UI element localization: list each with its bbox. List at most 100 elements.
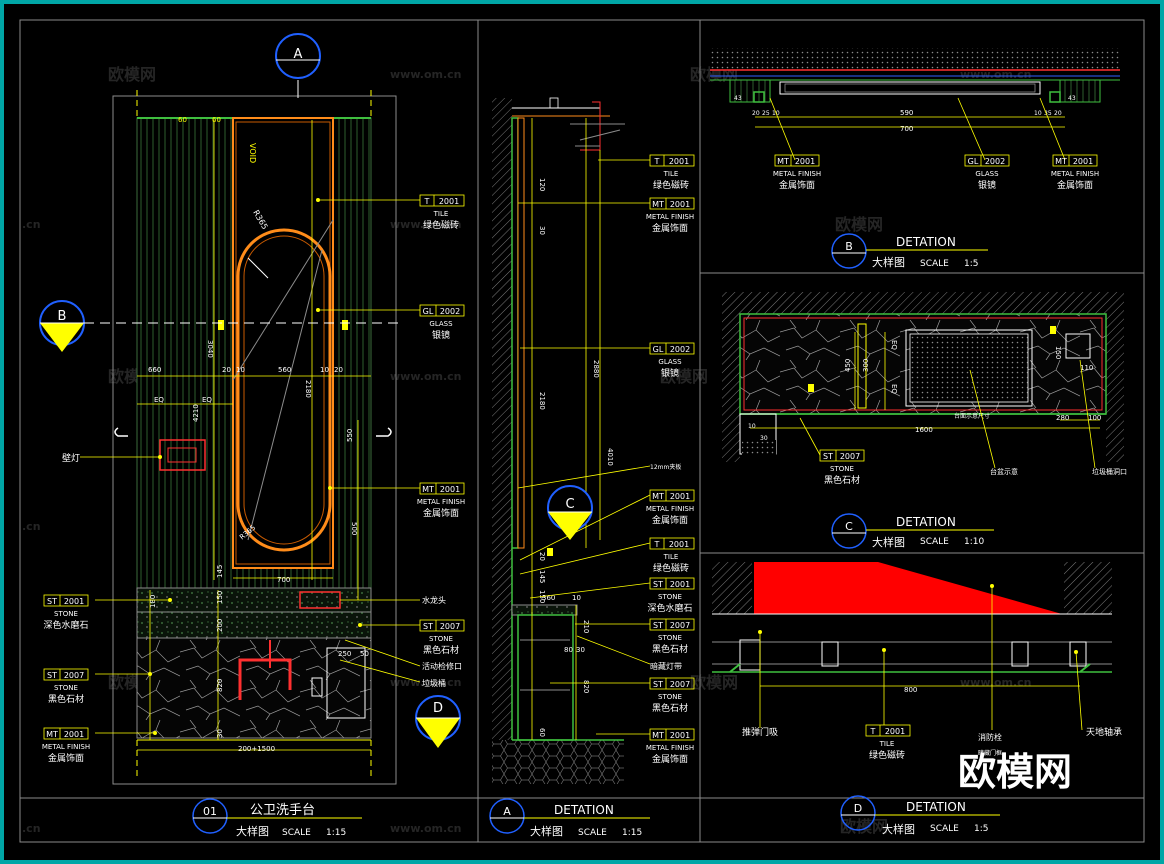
dim-25: 25 [762, 110, 770, 117]
label-wall-lamp: 壁灯 [62, 452, 80, 464]
panel-b-detail: 20 25 10 590 10 35 20 700 43 43 MT 2001 … [710, 48, 1120, 269]
dim-10: 10 [572, 594, 581, 602]
title-text: DETATION [554, 803, 614, 817]
label-bin: 垃圾桶 [422, 678, 446, 688]
svg-text:MT: MT [652, 200, 664, 209]
svg-text:1:15: 1:15 [622, 828, 642, 838]
svg-text:绿色磁砖: 绿色磁砖 [423, 219, 459, 231]
label-a-tile-2: T 2001 TILE 绿色磁砖 [649, 537, 695, 574]
svg-text:T: T [870, 727, 876, 736]
dim-360: 360 [542, 594, 555, 602]
section-label: C [565, 497, 574, 512]
svg-text:GLASS: GLASS [975, 170, 999, 178]
label-stone-3: ST 2007 STONE 黑色石材 [43, 668, 89, 705]
svg-text:ST: ST [653, 621, 663, 630]
dim-300: 300 [862, 359, 870, 372]
svg-text:METAL FINISH: METAL FINISH [42, 743, 90, 751]
dim-20: 20 [1054, 110, 1062, 117]
watermark-partial: .cn [22, 218, 41, 231]
dim-2180: 2180 [304, 380, 312, 398]
watermark-logo: 欧模网 [958, 750, 1072, 794]
svg-text:TILE: TILE [879, 740, 895, 748]
dim-560: 560 [278, 366, 291, 374]
dim-100: 100 [1088, 414, 1101, 422]
dim-280: 280 [1056, 414, 1069, 422]
dim-eq: EQ [890, 384, 898, 394]
label-c-top: 台面示意尺寸 [954, 412, 990, 420]
svg-text:C: C [845, 520, 853, 533]
dim-60: 60 [538, 728, 546, 737]
svg-text:1:5: 1:5 [964, 259, 978, 269]
svg-text:STONE: STONE [54, 610, 78, 618]
label-metal-2: MT 2001 METAL FINISH 金属饰面 [42, 727, 90, 764]
label-b-metal-1: MT 2001 METAL FINISH 金属饰面 [773, 154, 821, 191]
svg-text:2001: 2001 [670, 200, 690, 209]
svg-text:绿色磁砖: 绿色磁砖 [869, 749, 905, 761]
dim-660: 660 [148, 366, 161, 374]
dim-20: 20 [222, 366, 231, 374]
watermark-partial: .cn [22, 822, 41, 835]
title-text: DETATION [896, 235, 956, 249]
section-label: B [58, 309, 67, 324]
dim-43: 43 [1068, 95, 1076, 102]
svg-text:2001: 2001 [64, 730, 84, 739]
dim-30: 30 [538, 226, 546, 235]
svg-text:METAL FINISH: METAL FINISH [1051, 170, 1099, 178]
svg-text:METAL FINISH: METAL FINISH [417, 498, 465, 506]
label-d-fire: 消防栓 [978, 732, 1002, 742]
svg-text:2007: 2007 [670, 621, 690, 630]
svg-text:GLASS: GLASS [658, 358, 682, 366]
label-glass: GL 2002 GLASS 银镜 [419, 304, 465, 341]
svg-text:SCALE: SCALE [578, 828, 607, 838]
label-d-tile: T 2001 TILE 绿色磁砖 [865, 724, 911, 761]
label-c-basin: 台盆示意 [990, 467, 1018, 476]
dim-250: 250 [338, 650, 351, 658]
svg-text:T: T [424, 197, 430, 206]
dim-30: 30 [216, 729, 224, 738]
dim-20: 20 [334, 366, 343, 374]
svg-text:2007: 2007 [64, 671, 84, 680]
dim-200: 200 [216, 619, 224, 632]
svg-text:金属饰面: 金属饰面 [48, 752, 84, 764]
svg-text:01: 01 [203, 805, 217, 818]
svg-text:GL: GL [423, 307, 434, 316]
title-text: DETATION [906, 800, 966, 814]
watermark-brand: 欧模网 [660, 367, 708, 386]
svg-text:黑色石材: 黑色石材 [652, 702, 688, 714]
svg-text:MT: MT [46, 730, 58, 739]
dim-150: 150 [1054, 346, 1062, 359]
dim-1600: 1600 [915, 426, 933, 434]
watermark-url: www.om.cn [960, 68, 1032, 81]
dim-820: 820 [216, 679, 224, 692]
svg-text:银镜: 银镜 [661, 367, 679, 379]
section-marker-b: B [39, 300, 400, 352]
svg-text:大样图: 大样图 [872, 255, 905, 269]
label-a-stone-3: ST 2007 STONE 黑色石材 [649, 677, 695, 714]
dim-450: 450 [844, 359, 852, 372]
svg-text:TILE: TILE [663, 170, 679, 178]
dim-4210: 4210 [192, 404, 200, 422]
svg-text:A: A [503, 805, 511, 818]
dim-145: 145 [216, 565, 224, 578]
section-marker-c: C [547, 485, 593, 540]
svg-text:黑色石材: 黑色石材 [652, 643, 688, 655]
svg-text:2002: 2002 [985, 157, 1005, 166]
dim-500: 500 [350, 522, 358, 535]
svg-text:MT: MT [652, 731, 664, 740]
panel-a-section: 120 30 2880 2180 4010 20 145 150 360 10 … [489, 97, 695, 838]
dim-120: 120 [538, 178, 546, 191]
svg-text:STONE: STONE [830, 465, 854, 473]
dim-820: 820 [582, 680, 590, 693]
label-stone-1: ST 2001 STONE 深色水磨石 [43, 594, 89, 631]
dim-2880: 2880 [592, 360, 600, 378]
dim-eq: EQ [890, 340, 898, 350]
panel-01-elevation: VOID R365 R365 60 60 660 [39, 33, 465, 838]
label-a-metal-2: MT 2001 METAL FINISH 金属饰面 [646, 489, 695, 526]
section-label: A [294, 47, 303, 62]
svg-text:STONE: STONE [658, 693, 682, 701]
svg-text:1:5: 1:5 [974, 824, 988, 834]
svg-text:METAL FINISH: METAL FINISH [646, 213, 694, 221]
dim-3040: 3040 [206, 340, 214, 358]
svg-text:大样图: 大样图 [530, 824, 563, 838]
